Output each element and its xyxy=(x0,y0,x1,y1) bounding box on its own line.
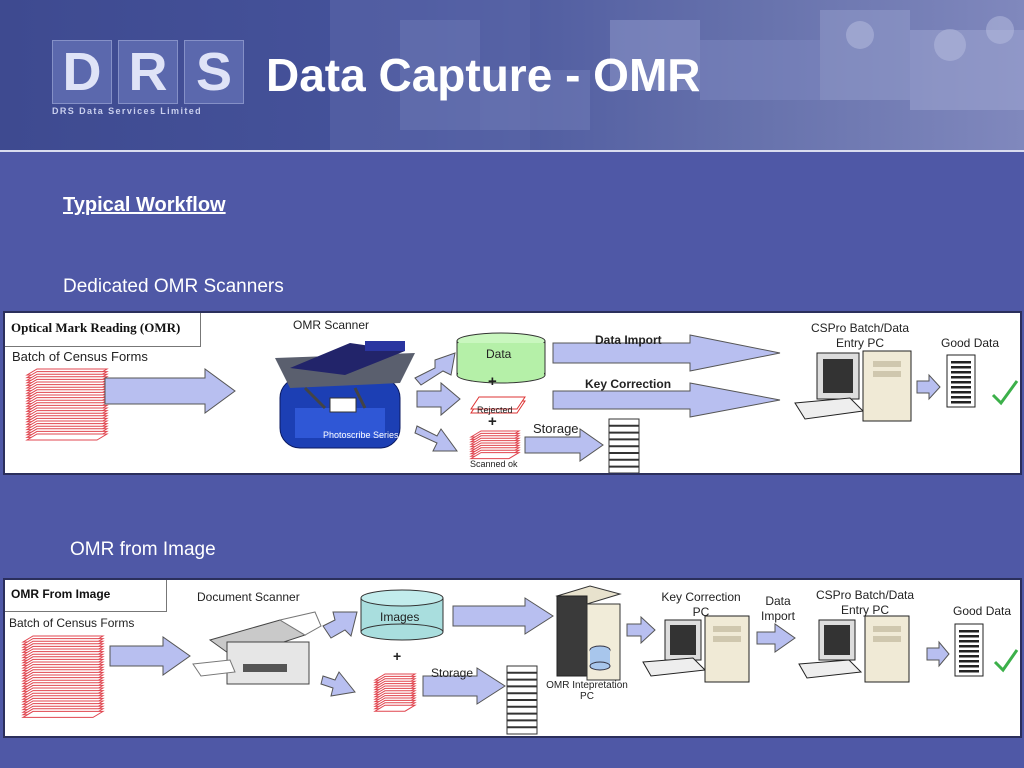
arrow-pc-to-gooddata-icon xyxy=(916,373,941,401)
arrow-key-correction-icon xyxy=(552,382,781,418)
omr-scanner-icon xyxy=(275,341,415,449)
storage-rack-2-icon xyxy=(506,665,538,735)
omr-scanner-workflow-panel: Optical Mark Reading (OMR) Batch of Cens… xyxy=(3,311,1022,475)
omr-scanner-label: OMR Scanner xyxy=(293,318,370,332)
storage-rack-icon xyxy=(608,418,640,473)
section2-heading: OMR from Image xyxy=(70,539,216,560)
arrow-to-data-icon xyxy=(414,352,456,386)
storage-label-2: Storage xyxy=(431,666,474,680)
storage-label: Storage xyxy=(533,421,579,436)
good-data-label: Good Data xyxy=(941,336,1000,350)
rejected-forms-icon xyxy=(470,396,526,414)
plus-symbol-2: + xyxy=(488,413,497,430)
good-data-label-2: Good Data xyxy=(953,604,1012,618)
scanner-brand-label: Photoscribe Series xyxy=(323,430,399,440)
key-correction-pc-icon xyxy=(642,615,750,683)
cspro-pc-2-icon xyxy=(798,615,910,683)
images-label: Images xyxy=(380,610,420,624)
arrow-to-images-icon xyxy=(322,611,358,639)
logo-tagline: DRS Data Services Limited xyxy=(52,106,203,116)
batch-label: Batch of Census Forms xyxy=(12,349,148,364)
omr-interpretation-label-line2: PC xyxy=(580,691,594,702)
arrow-batch-to-scanner-icon xyxy=(104,368,236,414)
header-photo-collage xyxy=(330,0,1024,150)
header-divider xyxy=(0,150,1024,152)
omr-image-box-title: OMR From Image xyxy=(5,580,167,612)
drs-logo: D R S DRS Data Services Limited xyxy=(52,40,244,118)
arrow-pc2-to-gooddata-icon xyxy=(926,640,950,668)
arrow-keycorr-to-pc-icon xyxy=(756,623,796,653)
scanned-ok-label: Scanned ok xyxy=(470,459,518,469)
checkmark-icon xyxy=(991,380,1019,406)
typical-workflow-heading: Typical Workflow xyxy=(63,194,226,216)
omr-interpretation-server-icon xyxy=(555,585,622,681)
document-scanner-icon xyxy=(192,611,322,685)
data-label: Data xyxy=(486,347,512,361)
arrow-storage-2-icon xyxy=(422,667,506,705)
cspro-pc-label-line2: Entry PC xyxy=(835,336,884,350)
arrow-batch-to-docscanner-icon xyxy=(109,636,191,676)
key-correction-label: Key Correction xyxy=(585,377,672,391)
cspro-pc-2-label-line1: CSPro Batch/Data xyxy=(815,588,915,602)
section1-heading: Dedicated OMR Scanners xyxy=(63,276,284,297)
good-data-document-2-icon xyxy=(954,623,984,677)
omr-box-title: Optical Mark Reading (OMR) xyxy=(5,313,201,347)
logo-letter-d: D xyxy=(52,40,112,104)
header-banner: D R S DRS Data Services Limited Data Cap… xyxy=(0,0,1024,150)
data-cylinder-icon xyxy=(456,332,546,384)
data-import-label: Data Import xyxy=(595,333,662,347)
arrow-to-rejected-icon xyxy=(416,381,461,417)
arrow-to-forms-icon xyxy=(320,671,356,697)
images-cylinder-icon xyxy=(360,589,444,641)
omr-interpretation-label-line1: OMR Intepretation xyxy=(546,680,628,691)
arrow-storage-icon xyxy=(524,428,604,462)
key-correction-pc-label-line2: PC xyxy=(692,605,710,619)
cspro-pc-2-label-line2: Entry PC xyxy=(840,603,889,617)
key-correction-pc-label-line1: Key Correction xyxy=(661,590,741,604)
arrow-server-to-keycorr-icon xyxy=(626,615,656,645)
arrow-images-to-server-icon xyxy=(452,597,554,635)
logo-letter-s: S xyxy=(184,40,244,104)
checkmark-2-icon xyxy=(993,649,1019,673)
omr-image-workflow-graphics xyxy=(21,585,1019,735)
batch-label-2: Batch of Census Forms xyxy=(9,616,135,630)
census-forms-stack-2-icon xyxy=(21,635,105,718)
logo-letter-r: R xyxy=(118,40,178,104)
rejected-label: Rejected xyxy=(477,405,513,415)
cspro-pc-icon xyxy=(794,350,912,422)
data-import-label-line1: Data xyxy=(765,594,791,608)
page-title: Data Capture - OMR xyxy=(266,49,701,101)
plus-symbol-1: + xyxy=(488,373,497,390)
scanned-ok-forms-icon xyxy=(469,430,521,460)
omr-workflow-graphics xyxy=(25,332,1019,473)
image-forms-stack-icon xyxy=(373,673,417,712)
omr-from-image-workflow-panel: OMR From Image Batch of Census Forms Doc… xyxy=(3,578,1022,738)
arrow-data-import-icon xyxy=(552,334,781,372)
good-data-document-icon xyxy=(946,354,976,408)
data-import-label-line2: Import xyxy=(760,609,795,623)
arrow-to-scanned-icon xyxy=(414,425,458,452)
document-scanner-label: Document Scanner xyxy=(197,590,300,604)
cspro-pc-label-line1: CSPro Batch/Data xyxy=(810,321,910,335)
plus-symbol-3: + xyxy=(393,648,402,664)
census-forms-stack-icon xyxy=(25,368,109,441)
